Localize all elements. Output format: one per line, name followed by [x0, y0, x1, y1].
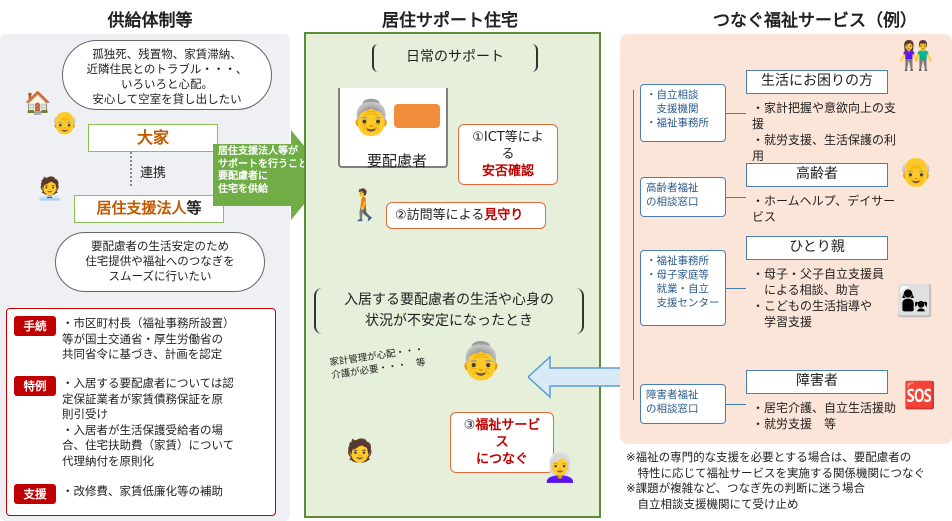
- rule-line: 共同省令に基づき、計画を認定: [62, 347, 223, 361]
- person-label: 要配慮者: [366, 152, 427, 170]
- right-title: つなぐ福祉サービス（例）: [713, 11, 917, 31]
- couple-icon: 👫: [898, 39, 934, 72]
- help-card-icon: 🆘: [903, 381, 937, 411]
- services-text: ・ホームヘルプ、デイサービス: [752, 194, 896, 224]
- connector-line: [633, 90, 634, 400]
- agency-box: ・自立相談 支援機関 ・福祉事務所: [640, 84, 726, 142]
- agency-box: 障害者福祉 の相談窓口: [640, 384, 726, 424]
- landlord-box: 大家: [88, 124, 218, 152]
- link-line: [726, 197, 746, 198]
- category-box: 障害者: [746, 370, 888, 394]
- visitor-icon: 🚶: [346, 188, 384, 223]
- rule-line: 則引受け: [62, 407, 108, 421]
- services-text: ・家計把握や意欲向上の支援 ・就労支援、生活保護の利用: [752, 101, 897, 163]
- link-label: 連携: [140, 166, 167, 181]
- support-ict-emph: 安否確認: [481, 164, 534, 179]
- note-line: 特性に応じて福祉サービスを実施する関係機関につなぐ: [626, 465, 925, 480]
- support-visit-emph: 見守り: [484, 208, 524, 223]
- link-line: [726, 113, 746, 114]
- parent-child-icon: 👩‍👧: [896, 284, 934, 319]
- note-line: ※福祉の専門的な支援を必要とする場合は、要配慮者の: [626, 450, 912, 464]
- category-box: ひとり親: [746, 236, 888, 260]
- rule-line: 定保証業者が家賃債務保証を原: [62, 391, 223, 406]
- rule-line: 等が国土交通省・厚生労働省の: [62, 331, 223, 346]
- daily-support-label: 日常のサポート: [372, 44, 538, 72]
- house-icon: 🏠: [24, 91, 52, 116]
- support-welfare-num: ③: [463, 418, 476, 433]
- helper-icon: 🧑: [346, 439, 374, 464]
- supply-arrow: [213, 130, 328, 220]
- center-title: 居住サポート住宅: [382, 11, 518, 31]
- support-welfare-emph: 福祉サービス: [475, 418, 541, 450]
- note-line: 自立相談支援機関にて受け止め: [626, 496, 799, 511]
- support-corp-box: 居住支援法人等: [74, 195, 224, 223]
- support-visit-text: ②訪問等による: [395, 208, 485, 223]
- rule-tag: 支援: [14, 484, 56, 504]
- link-line: [726, 404, 746, 405]
- elder-icon: 👴: [898, 155, 934, 188]
- services-text: ・居宅介護、自立生活援助 ・就労支援 等: [752, 401, 897, 431]
- agency-box: 高齢者福祉 の相談窓口: [640, 177, 726, 217]
- category-box: 高齢者: [746, 163, 888, 187]
- rule-tag: 特例: [14, 376, 56, 396]
- home-frame: [338, 88, 448, 168]
- worried-person-icon: 👵: [458, 341, 504, 382]
- notes: ※福祉の専門的な支援を必要とする場合は、要配慮者の 特性に応じて福祉サービスを実…: [626, 450, 952, 512]
- ict-sensor-icon: [394, 104, 440, 128]
- connect-arrow: [528, 355, 648, 399]
- support-corp-label: 居住支援法人: [96, 199, 187, 217]
- agency-box: ・福祉事務所 ・母子家庭等 就業・自立 支援センター: [640, 250, 726, 326]
- landlord-icon: 👴: [51, 111, 79, 136]
- rule-line: 代理納付を原則化: [62, 453, 154, 468]
- services-text: ・母子・父子自立支援員 による相談、助言 ・こどもの生活指導や 学習支援: [752, 267, 885, 329]
- left-title: 供給体制等: [107, 11, 193, 31]
- landlord-concern-cloud: 孤独死、残置物、家賃滞納、 近隣住民とのトラブル・・・、 いろいろと心配。 安心…: [62, 40, 272, 110]
- link-line: [726, 288, 746, 289]
- support-welfare: ③福祉サービスにつなぐ: [450, 412, 554, 473]
- staff-icon: 🧑‍💼: [36, 177, 64, 202]
- elderly-person-icon: 👵: [350, 98, 393, 138]
- support-ict: ①ICT等による安否確認: [458, 124, 558, 185]
- link-line: [130, 152, 132, 186]
- rules-box: [6, 308, 276, 516]
- caregiver-icon: 👩‍🦳: [542, 451, 578, 484]
- supply-arrow-text: 居住支援法人等が サポートを行うことで 要配慮者に 住宅を供給: [218, 146, 318, 195]
- support-corp-suffix: 等: [186, 199, 202, 217]
- note-line: ※課題が複雑など、つなぎ先の判断に迷う場合: [626, 481, 866, 495]
- corp-goal-cloud: 要配慮者の生活安定のため 住宅提供や福祉へのつなぎを スムーズに行いたい: [55, 232, 265, 292]
- rule-line: 合、住宅扶助費（家賃）について: [62, 438, 235, 452]
- category-box: 生活にお困りの方: [746, 70, 888, 94]
- rule-tag: 手続: [14, 316, 56, 336]
- rule-line: ・入居する要配慮者については認: [62, 376, 234, 390]
- unstable-label: 入居する要配慮者の生活や心身の 状況が不安定になったとき: [314, 288, 584, 334]
- support-welfare-tail: につなぐ: [475, 452, 528, 467]
- support-ict-text: ①ICT等による: [472, 130, 544, 162]
- rule-line: ・市区町村長（福祉事務所設置）: [62, 316, 235, 330]
- rule-line: ・入居者が生活保護受給者の場: [62, 422, 223, 437]
- support-visit: ②訪問等による見守り: [386, 202, 546, 229]
- rule-line: ・改修費、家賃低廉化等の補助: [62, 484, 223, 498]
